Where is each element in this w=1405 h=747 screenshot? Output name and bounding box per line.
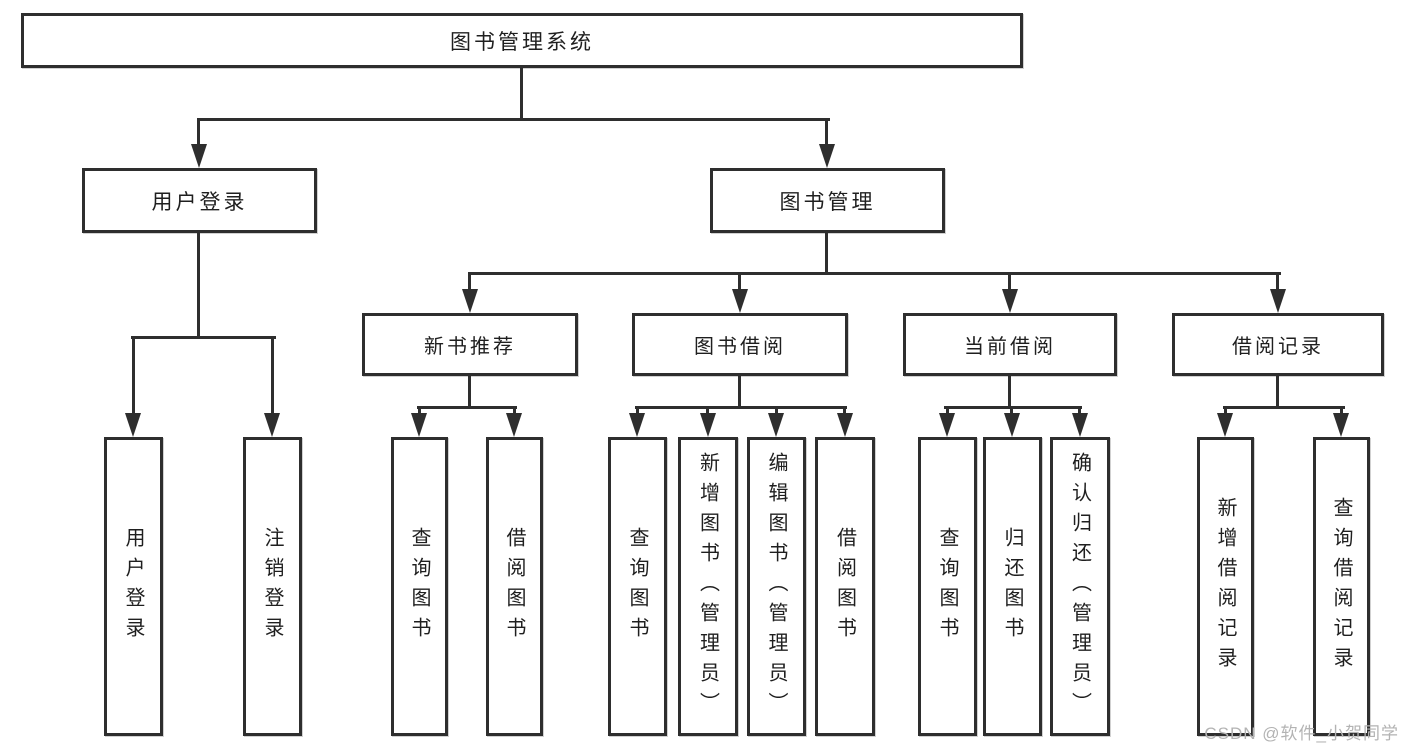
leaf-edit-books-admin: 编辑图书（管理员） (747, 437, 806, 736)
node-borrowing-records: 借阅记录 (1172, 313, 1384, 376)
connector-borrowing-records-stem (1276, 376, 1279, 409)
connector-borrowing-records-bar (1223, 406, 1345, 409)
connector-user-login-bar (131, 336, 276, 339)
node-new-book-recommend: 新书推荐 (362, 313, 578, 376)
leaf-borrow-books-recommend: 借阅图书 (486, 437, 543, 736)
connector-book-management-stem (825, 233, 828, 275)
connector-shaft-leaf-user-login (132, 336, 135, 416)
leaf-confirm-return-admin: 确认归还（管理员） (1050, 437, 1110, 736)
arrowhead-current-borrowing (1002, 289, 1018, 313)
connector-shaft-book-borrowing (738, 272, 741, 292)
arrowhead-borrow-books-recommend (506, 413, 522, 437)
connector-shaft-book-management (825, 118, 828, 146)
connector-shaft-query-borrow-record (1340, 406, 1343, 416)
leaf-logout: 注销登录 (243, 437, 302, 736)
node-book-management: 图书管理 (710, 168, 945, 233)
connector-user-login-stem (197, 233, 200, 339)
arrowhead-add-borrow-record (1217, 413, 1233, 437)
connector-shaft-query-books-recommend (418, 406, 421, 416)
connector-current-borrowing-stem (1008, 376, 1011, 409)
leaf-return-books: 归还图书 (983, 437, 1042, 736)
connector-shaft-edit-books (775, 406, 778, 416)
arrowhead-book-management (819, 144, 835, 168)
connector-book-management-bar (468, 272, 1281, 275)
arrowhead-query-books-recommend (411, 413, 427, 437)
arrowhead-edit-books (768, 413, 784, 437)
arrowhead-user-login (191, 144, 207, 168)
leaf-user-login: 用户登录 (104, 437, 163, 736)
connector-new-book-recommend-stem (468, 376, 471, 409)
leaf-add-borrow-record: 新增借阅记录 (1197, 437, 1254, 736)
arrowhead-query-books-borrowing (629, 413, 645, 437)
arrowhead-add-books (700, 413, 716, 437)
connector-root-bar (197, 118, 830, 121)
arrowhead-borrow-books (837, 413, 853, 437)
connector-shaft-confirm-return (1078, 406, 1081, 416)
connector-shaft-borrow-books-recommend (513, 406, 516, 416)
arrowhead-return-books (1004, 413, 1020, 437)
node-current-borrowing: 当前借阅 (903, 313, 1117, 376)
leaf-borrow-books: 借阅图书 (815, 437, 875, 736)
connector-shaft-add-books (706, 406, 709, 416)
connector-shaft-query-books-borrowing (636, 406, 639, 416)
node-book-borrowing: 图书借阅 (632, 313, 848, 376)
arrowhead-new-book-recommend (462, 289, 478, 313)
node-user-login: 用户登录 (82, 168, 317, 233)
connector-book-borrowing-bar (635, 406, 847, 409)
connector-current-borrowing-bar (944, 406, 1082, 409)
arrowhead-leaf-user-login (125, 413, 141, 437)
connector-shaft-borrowing-records (1276, 272, 1279, 292)
csdn-watermark: CSDN @软件_小贺同学 (1204, 724, 1399, 743)
arrowhead-query-borrow-record (1333, 413, 1349, 437)
connector-shaft-add-borrow-record (1224, 406, 1227, 416)
node-root-library-system: 图书管理系统 (21, 13, 1023, 68)
connector-book-borrowing-stem (738, 376, 741, 409)
connector-root-stem (520, 68, 523, 118)
arrowhead-query-books-current (939, 413, 955, 437)
connector-shaft-new-book-recommend (468, 272, 471, 292)
connector-shaft-return-books (1010, 406, 1013, 416)
arrowhead-borrowing-records (1270, 289, 1286, 313)
leaf-query-borrow-record: 查询借阅记录 (1313, 437, 1370, 736)
connector-shaft-user-login (197, 118, 200, 146)
connector-new-book-recommend-bar (417, 406, 517, 409)
arrowhead-confirm-return (1072, 413, 1088, 437)
leaf-query-books-recommend: 查询图书 (391, 437, 448, 736)
connector-shaft-current-borrowing (1008, 272, 1011, 292)
leaf-add-books-admin: 新增图书（管理员） (678, 437, 738, 736)
connector-shaft-borrow-books (843, 406, 846, 416)
leaf-query-books-current: 查询图书 (918, 437, 977, 736)
arrowhead-book-borrowing (732, 289, 748, 313)
connector-shaft-query-books-current (946, 406, 949, 416)
connector-shaft-leaf-logout (271, 336, 274, 416)
leaf-query-books-borrowing: 查询图书 (608, 437, 667, 736)
arrowhead-leaf-logout (264, 413, 280, 437)
